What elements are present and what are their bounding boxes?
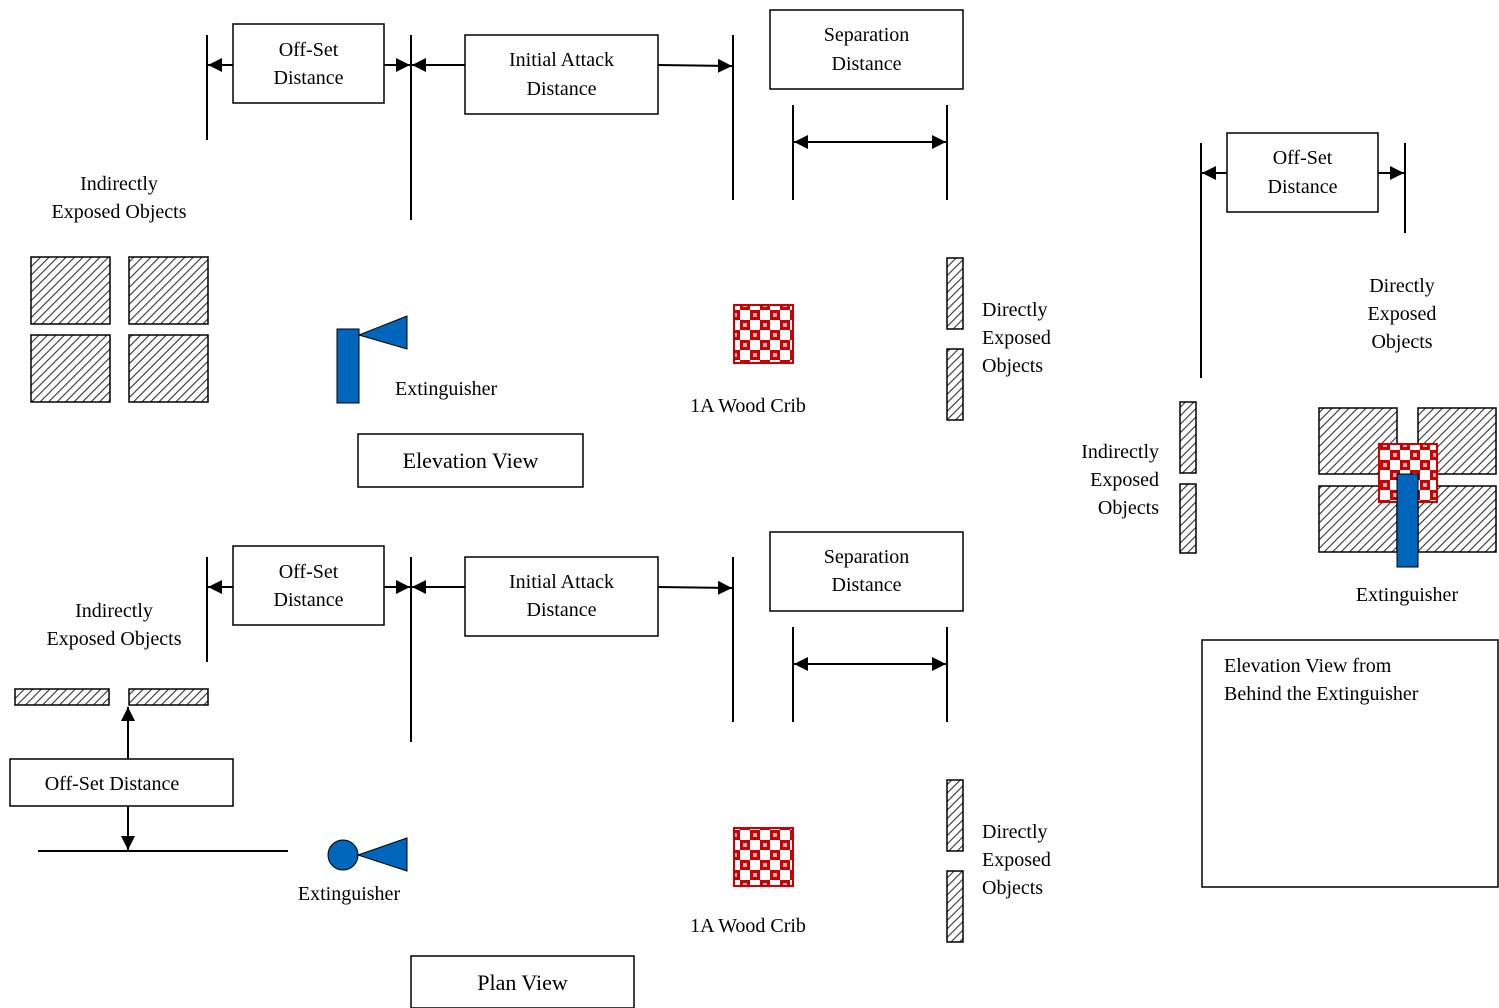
indirectly-exposed-label: Exposed (1090, 469, 1159, 491)
elevation-view-title-box (357, 433, 584, 488)
separation-distance-label: Distance (832, 574, 902, 596)
plan-view-section: Off-Set Distance Initial Attack Distance… (9, 531, 1051, 1008)
offset-distance-label: Distance (1268, 176, 1338, 198)
directly-exposed-label: Exposed (1368, 303, 1437, 325)
arrow (657, 580, 733, 595)
directly-exposed-object (1318, 485, 1398, 553)
directly-exposed-label: Objects (982, 355, 1043, 377)
arrow (657, 58, 733, 73)
offset-distance-label: Off-Set (1273, 147, 1333, 169)
wood-crib-label: 1A Wood Crib (690, 395, 806, 417)
plan-view-title: Plan View (477, 970, 568, 995)
indirectly-exposed-object (14, 688, 110, 706)
offset-distance-box (232, 23, 385, 104)
indirectly-exposed-object (128, 256, 209, 325)
extinguisher-label: Extinguisher (298, 883, 401, 905)
separation-distance-box (769, 531, 964, 612)
indirectly-exposed-object (30, 334, 111, 403)
extinguisher-label: Extinguisher (395, 378, 498, 400)
wood-crib-icon (733, 304, 794, 364)
directly-exposed-object (946, 870, 964, 943)
directly-exposed-label: Objects (982, 877, 1043, 899)
directly-exposed-label: Exposed (982, 327, 1051, 349)
wood-crib-label: 1A Wood Crib (690, 915, 806, 937)
directly-exposed-label: Exposed (982, 849, 1051, 871)
initial-attack-box (464, 34, 659, 115)
directly-exposed-label: Directly (982, 299, 1048, 321)
indirectly-exposed-object (128, 688, 209, 706)
indirectly-exposed-label: Indirectly (80, 173, 158, 195)
extinguisher-nozzle-icon (357, 315, 408, 350)
offset-distance-box (1226, 132, 1379, 213)
initial-attack-label: Initial Attack (509, 571, 614, 593)
offset-distance-box (232, 545, 385, 626)
wood-crib-icon (733, 827, 794, 887)
initial-attack-label: Distance (527, 78, 597, 100)
extinguisher-label: Extinguisher (1356, 584, 1459, 606)
indirectly-exposed-label: Exposed Objects (47, 628, 182, 650)
plan-view-title-box (410, 955, 635, 1008)
offset-distance-single-label: Off-Set Distance (45, 773, 180, 795)
indirectly-exposed-label: Exposed Objects (52, 201, 187, 223)
behind-view-section: Off-Set Distance Directly Exposed Object… (1081, 132, 1499, 888)
indirectly-exposed-label: Indirectly (75, 600, 153, 622)
behind-view-title-box (1201, 639, 1499, 888)
initial-attack-label: Initial Attack (509, 49, 614, 71)
elevation-view-section: Off-Set Distance Initial Attack Distance… (30, 9, 1051, 488)
separation-distance-box (769, 9, 964, 90)
extinguisher-icon (336, 328, 360, 404)
separation-distance-label: Separation (824, 546, 910, 568)
indirectly-exposed-object (1179, 401, 1197, 474)
initial-attack-box (464, 556, 659, 637)
behind-view-title: Behind the Extinguisher (1224, 683, 1419, 705)
indirectly-exposed-object (1179, 483, 1197, 554)
indirectly-exposed-object (128, 334, 209, 403)
offset-distance-label: Off-Set (279, 561, 339, 583)
directly-exposed-label: Directly (1369, 275, 1435, 297)
directly-exposed-object (946, 348, 964, 421)
separation-distance-label: Separation (824, 24, 910, 46)
initial-attack-label: Distance (527, 599, 597, 621)
behind-view-title: Elevation View from (1224, 655, 1392, 677)
offset-distance-label: Off-Set (279, 39, 339, 61)
indirectly-exposed-object (30, 256, 111, 325)
extinguisher-icon (1396, 473, 1419, 568)
elevation-view-title: Elevation View (403, 448, 539, 473)
directly-exposed-object (946, 779, 964, 852)
directly-exposed-label: Objects (1371, 331, 1432, 353)
indirectly-exposed-label: Indirectly (1081, 441, 1159, 463)
indirectly-exposed-label: Objects (1098, 497, 1159, 519)
directly-exposed-object (946, 257, 964, 330)
separation-distance-label: Distance (832, 53, 902, 75)
offset-distance-label: Distance (274, 589, 344, 611)
extinguisher-nozzle-icon (356, 837, 408, 872)
offset-distance-label: Distance (274, 67, 344, 89)
offset-distance-single-box (9, 758, 234, 807)
directly-exposed-object (1318, 407, 1398, 475)
directly-exposed-label: Directly (982, 821, 1048, 843)
extinguisher-icon (327, 839, 359, 871)
